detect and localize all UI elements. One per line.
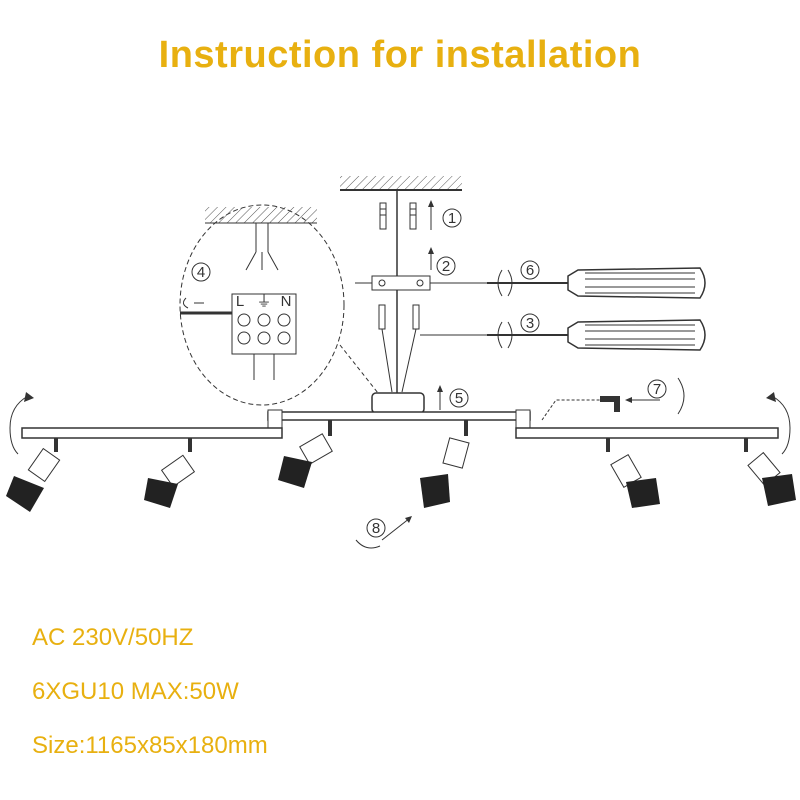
step-4-number: 4: [197, 264, 205, 281]
spotlight-3: [278, 420, 333, 488]
step-7-number: 7: [653, 381, 661, 398]
spec-bulbs: 6XGU10 MAX:50W: [32, 678, 239, 705]
step-2-number: 2: [442, 258, 450, 275]
step-5-number: 5: [455, 390, 463, 407]
light-bar: [21, 409, 779, 439]
step-6-marker: 6: [520, 260, 540, 280]
spec-size: Size:1165x85x180mm: [32, 732, 268, 759]
terminal-label-live: L: [236, 293, 244, 310]
step-3-marker: 3: [520, 313, 540, 333]
screwdriver-bottom: [487, 319, 706, 351]
screwdriver-top: [487, 267, 706, 299]
step-4-marker: 4: [191, 262, 211, 282]
tilt-arrow: [355, 516, 412, 549]
step-6-number: 6: [526, 262, 534, 279]
spotlight-4: [420, 420, 470, 508]
bracket-screws: [378, 304, 420, 393]
step-1-marker: 1: [442, 208, 462, 228]
step-8-marker: 8: [366, 518, 386, 538]
canopy: [371, 385, 443, 414]
spotlight-5: [606, 438, 660, 508]
spec-power: AC 230V/50HZ: [32, 624, 194, 651]
step-1-number: 1: [448, 210, 456, 227]
step-5-marker: 5: [449, 388, 469, 408]
terminal-label-earth: ⏚: [256, 293, 271, 310]
ceiling: [340, 176, 462, 191]
step-3-number: 3: [526, 315, 534, 332]
step-2-marker: 2: [436, 256, 456, 276]
step-7-marker: 7: [647, 379, 667, 399]
allen-key: [541, 377, 685, 421]
spotlight-6: [744, 438, 796, 506]
wall-dowels: [379, 200, 434, 230]
spotlight-2: [144, 438, 196, 508]
step-8-number: 8: [372, 520, 380, 537]
terminal-label-neutral: N: [281, 293, 292, 310]
spotlight-1: [6, 438, 61, 512]
wiring-detail: [179, 204, 379, 406]
page-title: Instruction for installation: [158, 34, 642, 76]
